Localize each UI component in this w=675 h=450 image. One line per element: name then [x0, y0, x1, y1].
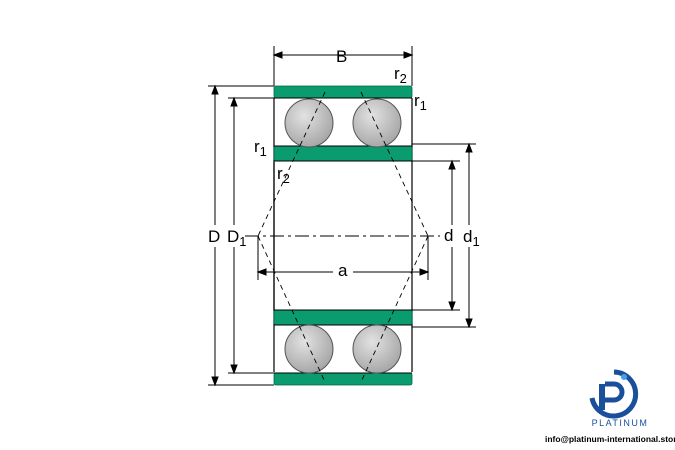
label-d1: d1	[463, 227, 480, 249]
brand-name: PLATINUM	[591, 418, 649, 428]
label-B: B	[336, 47, 347, 66]
dimension-D1	[228, 96, 274, 375]
label-a: a	[338, 261, 348, 280]
ball-top-left	[284, 98, 334, 148]
dimension-a	[256, 236, 430, 280]
contact-angle-lines	[257, 91, 429, 383]
rings	[273, 85, 413, 386]
dimension-d	[412, 159, 460, 312]
outer-ring-top	[273, 85, 413, 99]
label-D1: D1	[227, 227, 247, 249]
ball-bottom-right	[352, 324, 402, 374]
inner-ring-bottom	[273, 309, 413, 326]
brand-email: info@platinum-international.store	[545, 434, 675, 444]
label-r2-left: r2	[277, 164, 290, 186]
raceway-lines	[274, 97, 412, 374]
outer-ring-bottom	[273, 372, 413, 386]
dimension-d1	[412, 142, 476, 329]
label-r2-top: r2	[394, 64, 407, 86]
label-r1-left: r1	[254, 137, 267, 159]
platinum-p-logo-icon	[589, 369, 639, 419]
label-r1-right: r1	[414, 91, 427, 113]
ball-bottom-left	[284, 324, 334, 374]
inner-ring-top	[273, 145, 413, 162]
dimension-D	[208, 84, 274, 387]
ball-top-right	[352, 98, 402, 148]
label-d: d	[444, 226, 453, 245]
balls	[284, 98, 402, 374]
label-D: D	[208, 227, 220, 246]
dimension-B	[272, 46, 414, 86]
